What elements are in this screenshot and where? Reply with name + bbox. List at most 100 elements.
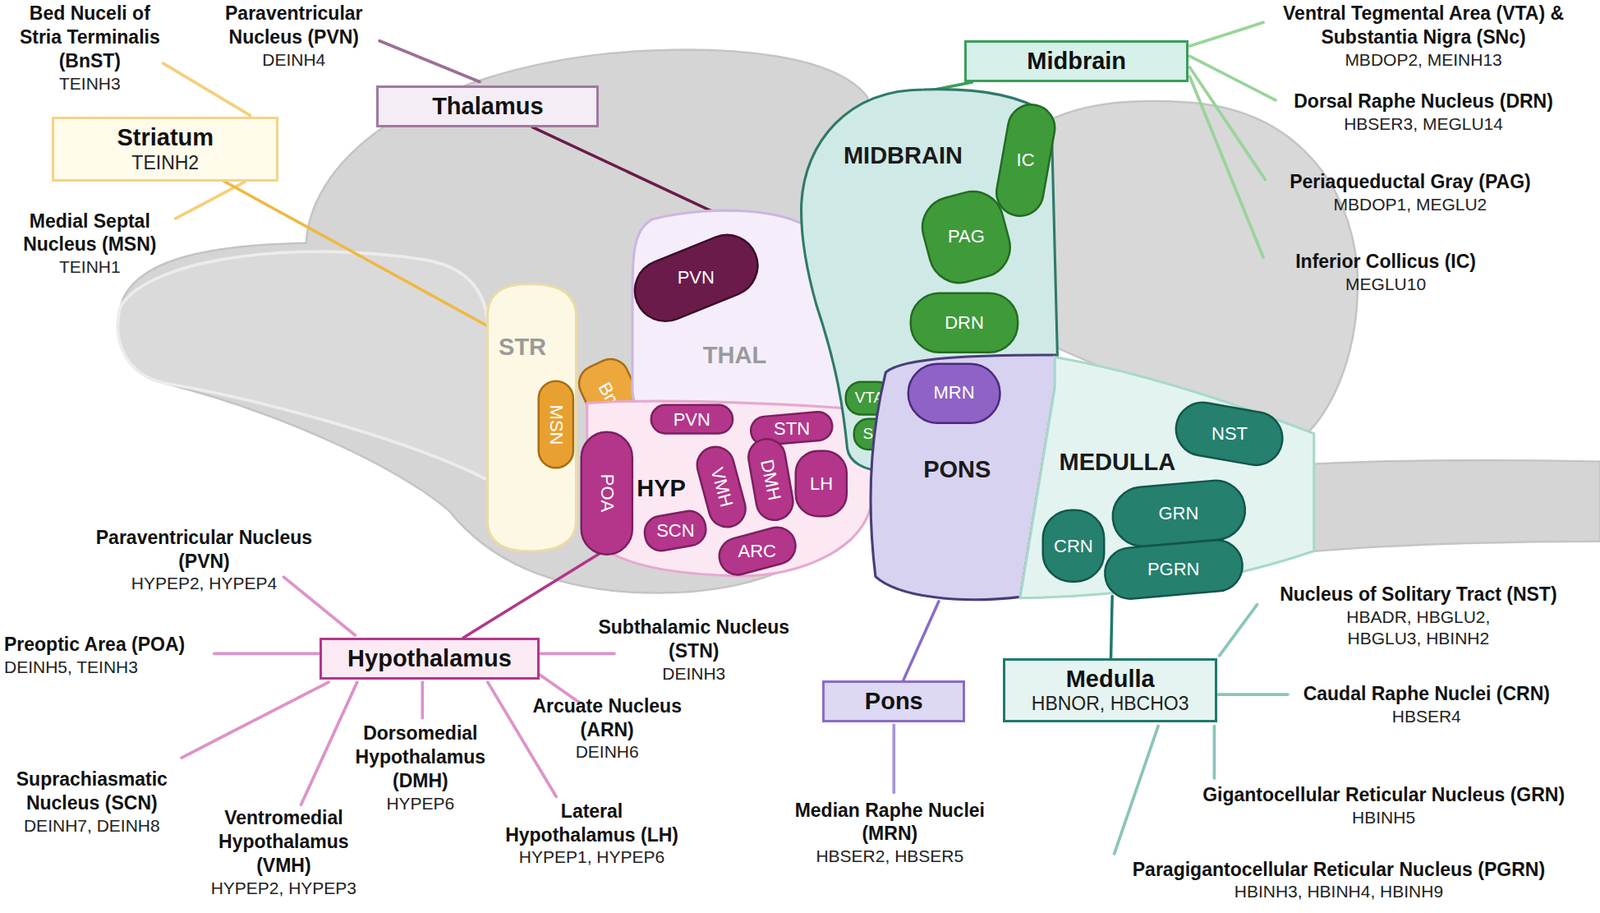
nucleus-abbr: PVN — [673, 409, 711, 431]
box-title: Pons — [836, 686, 952, 716]
nucleus-shape — [651, 404, 733, 434]
region-label-box: StriatumTEINH2 — [51, 116, 279, 181]
callout-label: Ventromedial Hypothalamus (VMH)HYPEP2, H… — [197, 805, 371, 899]
callout-label: Ventral Tegmental Area (VTA) & Substanti… — [1259, 1, 1587, 71]
connector-line — [532, 127, 715, 213]
nucleus-name: Arcuate Nucleus (ARN) — [520, 694, 695, 742]
midbrain-leaders — [1190, 22, 1276, 258]
nucleus: ARC — [712, 519, 803, 582]
nucleus-shape — [908, 363, 1001, 423]
region-name: STR — [498, 333, 547, 361]
nucleus-abbr: STN — [773, 418, 810, 440]
nucleus-abbr: IC — [1016, 149, 1035, 171]
leader-line — [300, 681, 357, 805]
region-name: MIDBRAIN — [843, 141, 963, 169]
nucleus-shape — [795, 450, 847, 517]
leader-line — [1213, 726, 1217, 778]
leader-line — [420, 681, 424, 718]
nucleus-shape — [1102, 537, 1244, 601]
cell-type-code: DEINH6 — [520, 740, 695, 763]
nucleus-abbr: PGRN — [1147, 558, 1200, 580]
nucleus-abbr: CRN — [1053, 535, 1094, 557]
region-label-box: Hypothalamus — [319, 637, 539, 680]
callout-label: Medial Septal Nucleus (MSN)TEINH1 — [3, 209, 177, 279]
leader-line — [379, 41, 480, 83]
nucleus-abbr: MSN — [545, 404, 567, 445]
leader-line — [1190, 76, 1264, 258]
callout-label: Caudal Raphe Nuclei (CRN)HBSER4 — [1273, 681, 1580, 727]
box-title: Striatum — [65, 123, 265, 152]
region-name: THAL — [703, 341, 767, 369]
nucleus-abbr: ARC — [738, 540, 777, 562]
nucleus-name: Suprachiasmatic Nucleus (SCN) — [0, 767, 184, 815]
nucleus-name: Bed Nuceli of Stria Terminalis (BnST) — [8, 1, 172, 73]
nucleus-name: Dorsomedial Hypothalamus (DMH) — [333, 721, 507, 792]
nucleus: DRN — [907, 289, 1021, 356]
box-title: Midbrain — [978, 46, 1175, 76]
callout-label: Periaqueductal Gray (PAG)MBDOP1, MEGLU2 — [1257, 170, 1564, 216]
spinal-cord — [1305, 459, 1600, 552]
box-title: Hypothalamus — [333, 643, 525, 673]
cell-type-code: TEINH3 — [8, 73, 172, 95]
region-label-box: MedullaHBNOR, HBCHO3 — [1002, 657, 1218, 722]
olfactory-lobe — [117, 251, 488, 480]
nucleus: PGRN — [1099, 534, 1248, 604]
nucleus: CRN — [1039, 506, 1108, 584]
box-title: Medulla — [1016, 664, 1204, 694]
cell-type-code: HBNOR, HBCHO3 — [1016, 692, 1204, 716]
cell-type-code: HYPEP1, HYPEP6 — [505, 845, 679, 868]
nucleus-shape — [993, 101, 1059, 220]
nucleus: MSN — [535, 377, 577, 471]
callout-label: Nucleus of Solitary Tract (NST)HBADR, HB… — [1245, 582, 1592, 649]
leader-line — [1190, 67, 1266, 180]
callout-label: Paragigantocellular Reticular Nucleus (P… — [1094, 857, 1584, 903]
nucleus-name: Lateral Hypothalamus (LH) — [505, 799, 679, 847]
cell-type-code: HBINH5 — [1169, 806, 1599, 828]
cell-type-code: HBSER2, HBSER5 — [787, 845, 992, 867]
callout-label: Bed Nuceli of Stria Terminalis (BnST)TEI… — [8, 1, 172, 95]
nucleus-name: Paraventricular Nucleus (PVN) — [87, 525, 322, 574]
nucleus-abbr: GRN — [1158, 502, 1199, 525]
cell-type-code: DEINH5, TEINH3 — [4, 656, 249, 678]
cell-type-code: HYPEP2, HYPEP3 — [197, 877, 371, 899]
medulla-leaders — [1114, 604, 1288, 854]
cell-type-code: MBDOP2, MEINH13 — [1259, 49, 1587, 71]
nucleus-name: Paraventricular Nucleus (PVN) — [206, 1, 381, 50]
nucleus: SCN — [639, 505, 712, 557]
cell-type-code: HBADR, HBGLU2, HBGLU3, HBINH2 — [1316, 606, 1521, 650]
callout-label: Paraventricular Nucleus (PVN)DEINH4 — [206, 1, 381, 71]
brain-region: HYPPOAPVNSTNVMHDMHLHSCNARC — [579, 395, 880, 580]
cell-type-code: DEINH7, DEINH8 — [0, 814, 184, 837]
nucleus-name: Dorsal Raphe Nucleus (DRN) — [1255, 89, 1592, 114]
brain-region: STR MSN — [485, 281, 580, 553]
nucleus: DMH — [742, 432, 800, 526]
cell-type-code: MEGLU10 — [1253, 273, 1519, 295]
region-label-box: Pons — [822, 680, 966, 722]
nucleus-name: Median Raphe Nuclei (MRN) — [787, 798, 992, 846]
region-name: HYP — [636, 473, 686, 502]
region-label-box: Thalamus — [376, 85, 599, 128]
callout-label: Paraventricular Nucleus (PVN)HYPEP2, HYP… — [87, 525, 322, 595]
nucleus-shape — [1172, 398, 1288, 469]
nucleus: PVN — [648, 401, 736, 437]
brain-region: MEDULLANSTGRNCRNPGRN — [1016, 350, 1319, 604]
leader-line — [181, 681, 329, 758]
cell-type-code: TEINH1 — [3, 256, 177, 278]
region-shape — [1020, 357, 1315, 598]
leader-line — [214, 651, 319, 655]
nucleus-shape — [714, 523, 800, 580]
nucleus-name: Periaqueductal Gray (PAG) — [1257, 170, 1564, 194]
leader-line — [540, 651, 614, 655]
nucleus-abbr: LH — [809, 473, 833, 495]
nucleus-shape — [1109, 478, 1247, 549]
leader-line — [163, 63, 251, 115]
nucleus-abbr: NST — [1211, 422, 1248, 445]
nucleus-name: Paragigantocellular Reticular Nucleus (P… — [1094, 857, 1584, 882]
hypothalamus-leaders — [181, 576, 615, 805]
cell-type-code: HYPEP6 — [333, 792, 507, 814]
callout-label: Inferior Collicus (IC)MEGLU10 — [1253, 249, 1519, 295]
nucleus: POA — [578, 428, 636, 558]
leader-line — [1218, 692, 1288, 696]
cell-type-code: HBSER3, MEGLU14 — [1255, 113, 1592, 135]
callout-label: Subthalamic Nucleus (STN)DEINH3 — [597, 615, 791, 685]
